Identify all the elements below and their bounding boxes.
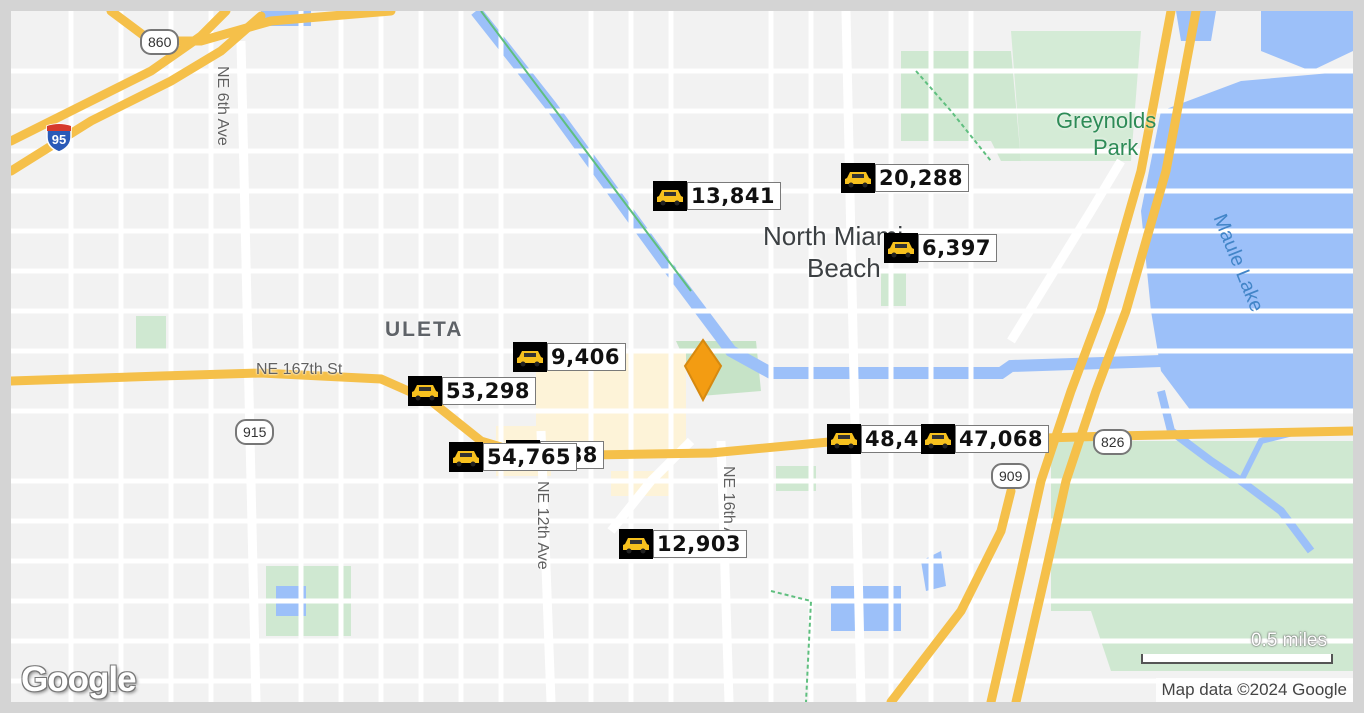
traffic-count-marker[interactable]: 20,288 [841,163,970,193]
traffic-count-marker[interactable]: 53,298 [408,376,537,406]
traffic-count-marker[interactable]: 47,068 [921,424,1050,454]
route-shield-826: 826 [1093,429,1133,455]
scale-bar-line [1141,654,1333,664]
car-icon [619,529,653,559]
traffic-count-value: 9,406 [547,343,626,371]
neighborhood-label: ULETA [385,318,464,341]
traffic-count-value: 47,068 [955,425,1050,453]
street-label-ne-12th: NE 12th Ave [534,481,551,570]
scale-bar: 0.5 miles [1141,630,1333,664]
city-label-line1: North Miami [763,221,904,251]
route-shield-860: 860 [140,29,180,55]
car-icon [827,424,861,454]
street-label-ne-6th: NE 6th Ave [214,66,231,146]
traffic-count-marker[interactable]: 9,406 [513,342,626,372]
map-attribution[interactable]: Map data ©2024 Google [1155,678,1353,702]
google-logo: Google [21,660,137,699]
traffic-count-value: 48,4 [861,425,925,453]
traffic-count-value: 13,841 [687,182,782,210]
traffic-count-marker[interactable]: 12,903 [619,529,748,559]
interstate-shield-number: 95 [51,132,67,147]
traffic-count-value: 54,765 [483,443,578,471]
location-pin-icon[interactable] [683,338,723,409]
traffic-count-marker[interactable]: 6,397 [884,233,997,263]
map-view[interactable]: North Miami Beach ULETA Greynolds Park M… [11,11,1353,702]
route-shield-909: 909 [991,463,1031,489]
traffic-count-marker[interactable]: 54,765 [449,442,578,472]
street-label-ne-167th: NE 167th St [256,361,343,378]
traffic-count-value: 20,288 [875,164,970,192]
park-label-line2: Park [1093,135,1139,160]
scale-label: 0.5 miles [1250,630,1327,651]
traffic-count-value: 53,298 [442,377,537,405]
traffic-count-marker[interactable]: 13,841 [653,181,782,211]
car-icon [841,163,875,193]
car-icon [449,442,483,472]
route-shield-915: 915 [235,419,275,445]
car-icon [884,233,918,263]
car-icon [921,424,955,454]
car-icon [653,181,687,211]
traffic-count-value: 12,903 [653,530,748,558]
traffic-count-marker[interactable]: 48,4 [827,424,925,454]
interstate-shield-icon: 95 [45,123,73,153]
car-icon [513,342,547,372]
car-icon [408,376,442,406]
park-label-line1: Greynolds [1056,108,1157,133]
city-label-line2: Beach [807,253,881,283]
traffic-count-value: 6,397 [918,234,997,262]
